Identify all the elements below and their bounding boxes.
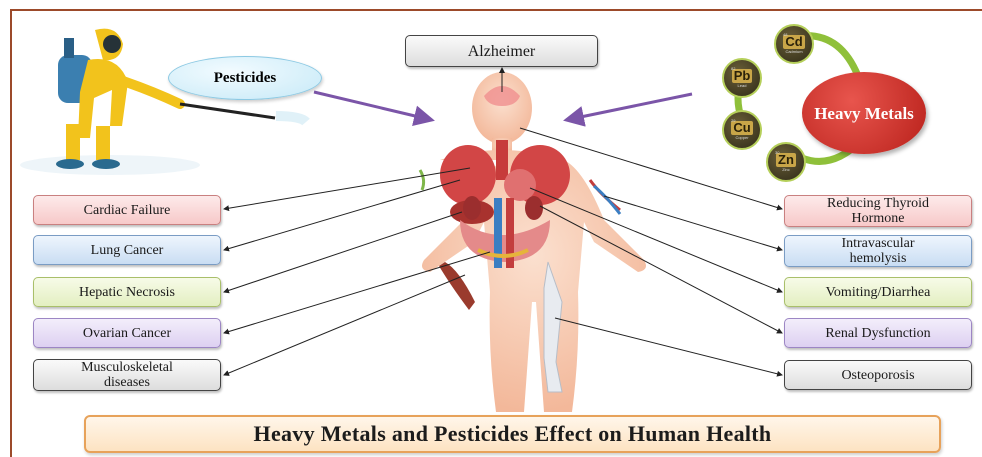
pesticide-sprayer-figure — [20, 29, 306, 175]
element-cadmium: 48 Cd Cadmium — [774, 24, 814, 64]
effect-box-renal-dysfunction: Renal Dysfunction — [784, 318, 972, 348]
heavy-metal-arrow — [566, 94, 692, 120]
element-number: 30 — [775, 150, 779, 155]
element-number: 48 — [783, 32, 787, 37]
effect-box-intravascular-hemolysis: Intravascular hemolysis — [784, 235, 972, 267]
pesticides-label: Pesticides — [168, 56, 322, 100]
effect-box-ovarian-cancer: Ovarian Cancer — [33, 318, 221, 348]
element-name: Copper — [735, 135, 748, 140]
effect-box-cardiac-failure: Cardiac Failure — [33, 195, 221, 225]
element-number: 82 — [731, 66, 735, 71]
element-copper: 29 Cu Copper — [722, 110, 762, 150]
element-name: Lead — [738, 83, 747, 88]
effect-box-reducing-thyroid-hormone: Reducing Thyroid Hormone — [784, 195, 972, 227]
effect-box-vomiting-diarrhea: Vomiting/Diarrhea — [784, 277, 972, 307]
diagram-title: Heavy Metals and Pesticides Effect on Hu… — [84, 415, 941, 453]
element-zinc: 30 Zn Zinc — [766, 142, 806, 182]
element-name: Zinc — [782, 167, 790, 172]
element-name: Cadmium — [785, 49, 802, 54]
effect-box-hepatic-necrosis: Hepatic Necrosis — [33, 277, 221, 307]
effect-box-lung-cancer: Lung Cancer — [33, 235, 221, 265]
human-body-figure — [420, 72, 646, 412]
element-number: 29 — [731, 118, 735, 123]
effect-box-musculoskeletal-diseases: Musculoskeletal diseases — [33, 359, 221, 391]
pesticide-arrow — [314, 92, 432, 120]
element-lead: 82 Pb Lead — [722, 58, 762, 98]
effect-box-osteoporosis: Osteoporosis — [784, 360, 972, 390]
effect-box-alzheimer: Alzheimer — [405, 35, 598, 67]
heavy-metals-label: Heavy Metals — [802, 72, 926, 154]
